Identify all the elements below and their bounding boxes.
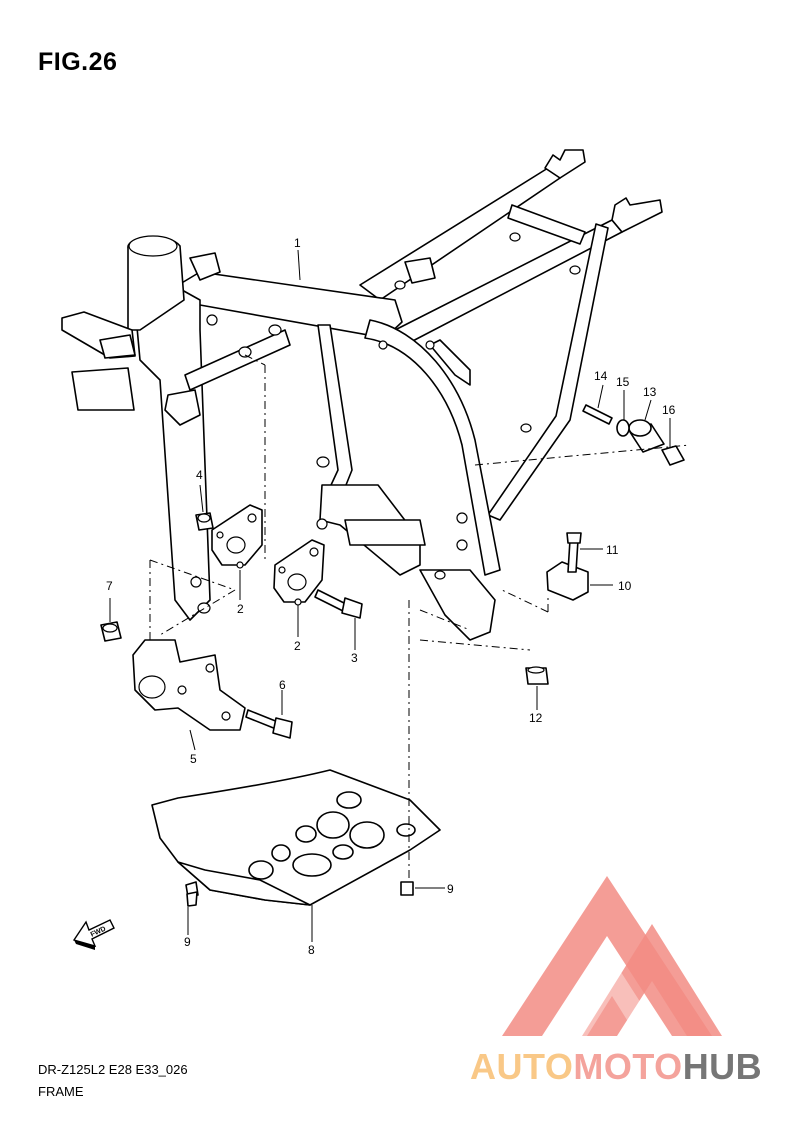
callout-5: 5 bbox=[190, 752, 197, 766]
callout-11: 11 bbox=[606, 543, 619, 557]
bolt-11 bbox=[566, 532, 582, 573]
figure-title: FIG.26 bbox=[38, 48, 118, 76]
callout-16: 16 bbox=[662, 403, 676, 417]
collar-16 bbox=[661, 445, 685, 466]
spacer-13 bbox=[628, 419, 665, 453]
callout-14: 14 bbox=[594, 369, 608, 383]
washer-15 bbox=[616, 419, 630, 437]
callout-15: 15 bbox=[616, 375, 630, 389]
callout-4: 4 bbox=[196, 468, 203, 482]
rubber-block-10 bbox=[546, 561, 589, 601]
watermark-hub: HUB bbox=[682, 1046, 763, 1087]
watermark-moto: MOTO bbox=[573, 1046, 683, 1087]
figure-name: FRAME bbox=[38, 1084, 84, 1099]
engine-bracket-left bbox=[211, 504, 263, 569]
callout-12: 12 bbox=[529, 711, 543, 725]
front-lower-bracket bbox=[132, 639, 246, 731]
watermark-wordmark: AUTOMOTOHUB bbox=[470, 1046, 762, 1088]
leader-lines bbox=[109, 249, 671, 942]
mounting-bolt bbox=[314, 589, 363, 619]
model-code: DR-Z125L2 E28 E33_026 bbox=[38, 1062, 188, 1077]
bolt-6 bbox=[245, 709, 293, 739]
callout-9-right: 9 bbox=[447, 882, 454, 896]
reference-lines bbox=[149, 354, 691, 880]
bolt-14 bbox=[582, 404, 613, 425]
skid-plate-bolt-left bbox=[185, 881, 199, 907]
fwd-label: FWD bbox=[90, 926, 107, 939]
callout-8: 8 bbox=[308, 943, 315, 957]
callout-1: 1 bbox=[294, 236, 301, 250]
nut-7 bbox=[100, 621, 122, 642]
engine-bracket-right bbox=[273, 539, 325, 606]
callout-2-right: 2 bbox=[294, 639, 301, 653]
callout-9-left: 9 bbox=[184, 935, 191, 949]
watermark-auto: AUTO bbox=[470, 1046, 574, 1087]
callout-6: 6 bbox=[279, 678, 286, 692]
nut-12 bbox=[525, 666, 549, 685]
frame-part bbox=[61, 149, 663, 641]
callout-2-left: 2 bbox=[237, 602, 244, 616]
skid-plate-bolt-right bbox=[400, 881, 414, 896]
callout-7: 7 bbox=[106, 579, 113, 593]
triangle-m-logo-icon bbox=[502, 876, 722, 1036]
callout-3: 3 bbox=[351, 651, 358, 665]
fwd-arrow-icon: FWD bbox=[72, 919, 115, 950]
skid-plate bbox=[151, 769, 441, 906]
callout-13: 13 bbox=[643, 385, 657, 399]
callout-10: 10 bbox=[618, 579, 632, 593]
nut-4 bbox=[195, 512, 214, 531]
